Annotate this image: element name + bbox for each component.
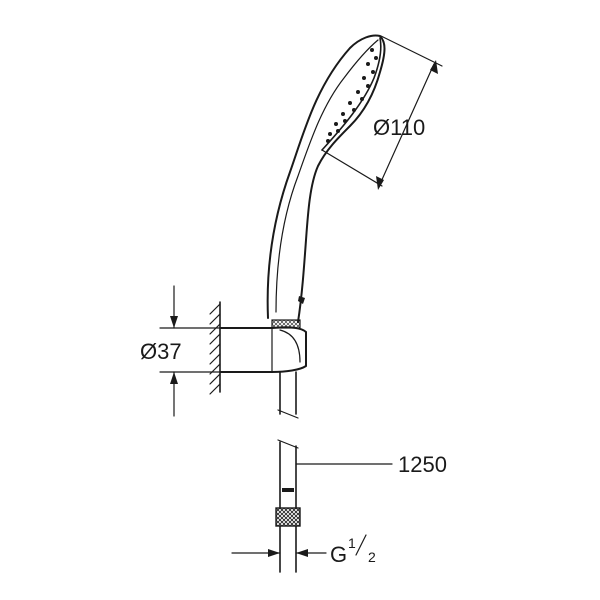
dimension-holder: Ø37 [140, 285, 222, 417]
head-diameter-label: Ø110 [373, 115, 425, 140]
hose-upper [279, 371, 297, 415]
thread-fraction-den: 2 [368, 549, 376, 565]
hose-band [282, 488, 294, 492]
hose-lower [275, 441, 301, 573]
hand-shower [266, 34, 386, 329]
dimension-hose: 1250 [295, 452, 447, 477]
hose-nut [275, 507, 301, 527]
hose-length-label: 1250 [398, 452, 447, 477]
thread-fraction-num: 1 [348, 535, 356, 551]
thread-fraction-slash [355, 534, 367, 556]
handle-button-icon [298, 296, 305, 304]
wall-hatch [209, 303, 221, 395]
dimension-thread: G 1 2 [231, 534, 376, 567]
holder-body [220, 326, 307, 373]
dimension-head: Ø110 [321, 35, 443, 190]
shower-inner-edge [275, 39, 379, 313]
holder-diameter-label: Ø37 [140, 339, 182, 364]
hose-break [277, 409, 299, 449]
wall-holder [209, 301, 307, 395]
thread-label: G [330, 542, 347, 567]
holder-slot [279, 329, 301, 363]
shower-outline [266, 34, 386, 323]
nozzle-pattern [326, 48, 378, 143]
